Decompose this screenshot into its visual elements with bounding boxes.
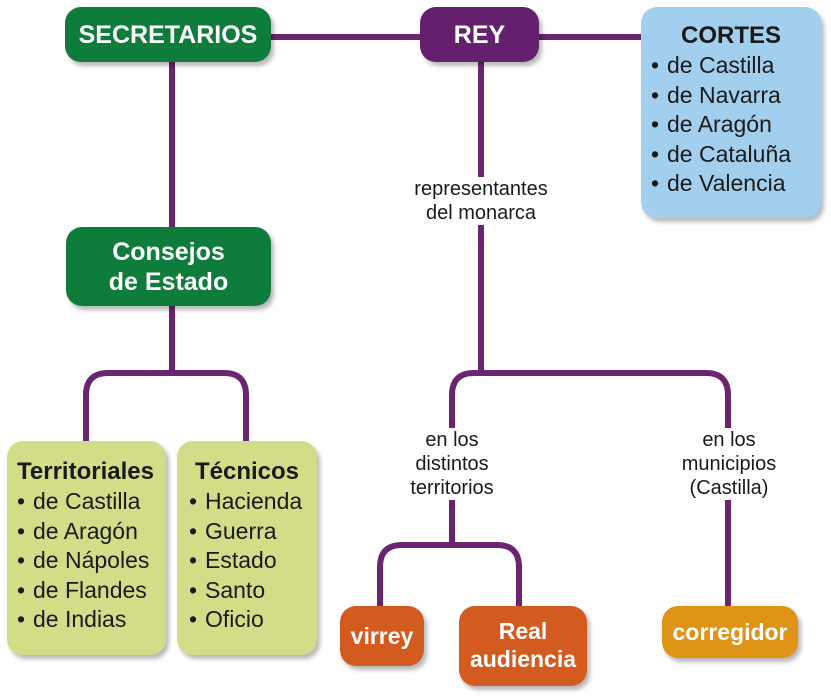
municipios-line1: en los — [702, 429, 756, 451]
corregidor-label: corregidor — [672, 618, 788, 645]
cortes-title: CORTES — [680, 22, 781, 49]
list-item: de Castilla — [651, 51, 821, 81]
list-item: de Navarra — [651, 81, 821, 111]
list-item: Guerra — [189, 517, 317, 547]
list-item: Oficio — [189, 605, 317, 635]
consejos-line1: Consejos — [112, 237, 225, 266]
consejos-box: Consejos de Estado — [66, 227, 271, 306]
line-fork-territoriales-tecnicos — [83, 370, 249, 444]
cortes-box: CORTES de Castilla de Navarra de Aragón … — [641, 7, 821, 218]
territoriales-title: Territoriales — [17, 458, 154, 485]
territoriales-list: de Castilla de Aragón de Nápoles de Flan… — [17, 487, 166, 635]
virrey-box: virrey — [340, 606, 424, 666]
list-item: de Nápoles — [17, 546, 166, 576]
municipios-line3: (Castilla) — [689, 477, 769, 499]
real-audiencia-box: Real audiencia — [459, 606, 587, 686]
tecnicos-title: Técnicos — [194, 458, 300, 485]
line-fork-territorios-municipios — [449, 370, 731, 612]
list-item: de Castilla — [17, 487, 166, 517]
real-audiencia-line2: audiencia — [469, 646, 577, 672]
rey-box: REY — [420, 7, 539, 62]
representantes-line2: del monarca — [425, 202, 537, 224]
secretarios-box: SECRETARIOS — [65, 7, 271, 62]
list-item: Hacienda — [189, 487, 317, 517]
representantes-line1: representantes — [414, 178, 548, 200]
list-item: de Valencia — [651, 169, 821, 199]
virrey-label: virrey — [350, 622, 414, 649]
territorios-line1: en los — [425, 429, 479, 451]
tecnicos-list: Hacienda Guerra Estado Santo Oficio — [189, 487, 317, 635]
territorios-line3: territorios — [410, 477, 494, 499]
consejos-line2: de Estado — [108, 267, 229, 296]
municipios-label: en los municipios (Castilla) — [668, 428, 790, 500]
secretarios-label: SECRETARIOS — [78, 20, 258, 49]
cortes-list: de Castilla de Navarra de Aragón de Cata… — [651, 51, 821, 199]
list-item: de Aragón — [17, 517, 166, 547]
tecnicos-box: Técnicos Hacienda Guerra Estado Santo Of… — [177, 441, 317, 655]
corregidor-box: corregidor — [662, 606, 798, 658]
list-item: Estado — [189, 546, 317, 576]
list-item: de Indias — [17, 605, 166, 635]
list-item: de Flandes — [17, 576, 166, 606]
territorios-line2: distintos — [415, 453, 489, 475]
municipios-line2: municipios — [681, 453, 777, 475]
list-item: Santo — [189, 576, 317, 606]
real-audiencia-line1: Real — [498, 618, 548, 645]
rey-label: REY — [453, 20, 506, 49]
list-item: de Aragón — [651, 110, 821, 140]
list-item: de Cataluña — [651, 140, 821, 170]
territorios-label: en los distintos territorios — [388, 428, 516, 500]
representantes-label: representantes del monarca — [396, 177, 566, 225]
territoriales-box: Territoriales de Castilla de Aragón de N… — [7, 441, 166, 655]
line-fork-virrey-audiencia — [377, 542, 522, 612]
